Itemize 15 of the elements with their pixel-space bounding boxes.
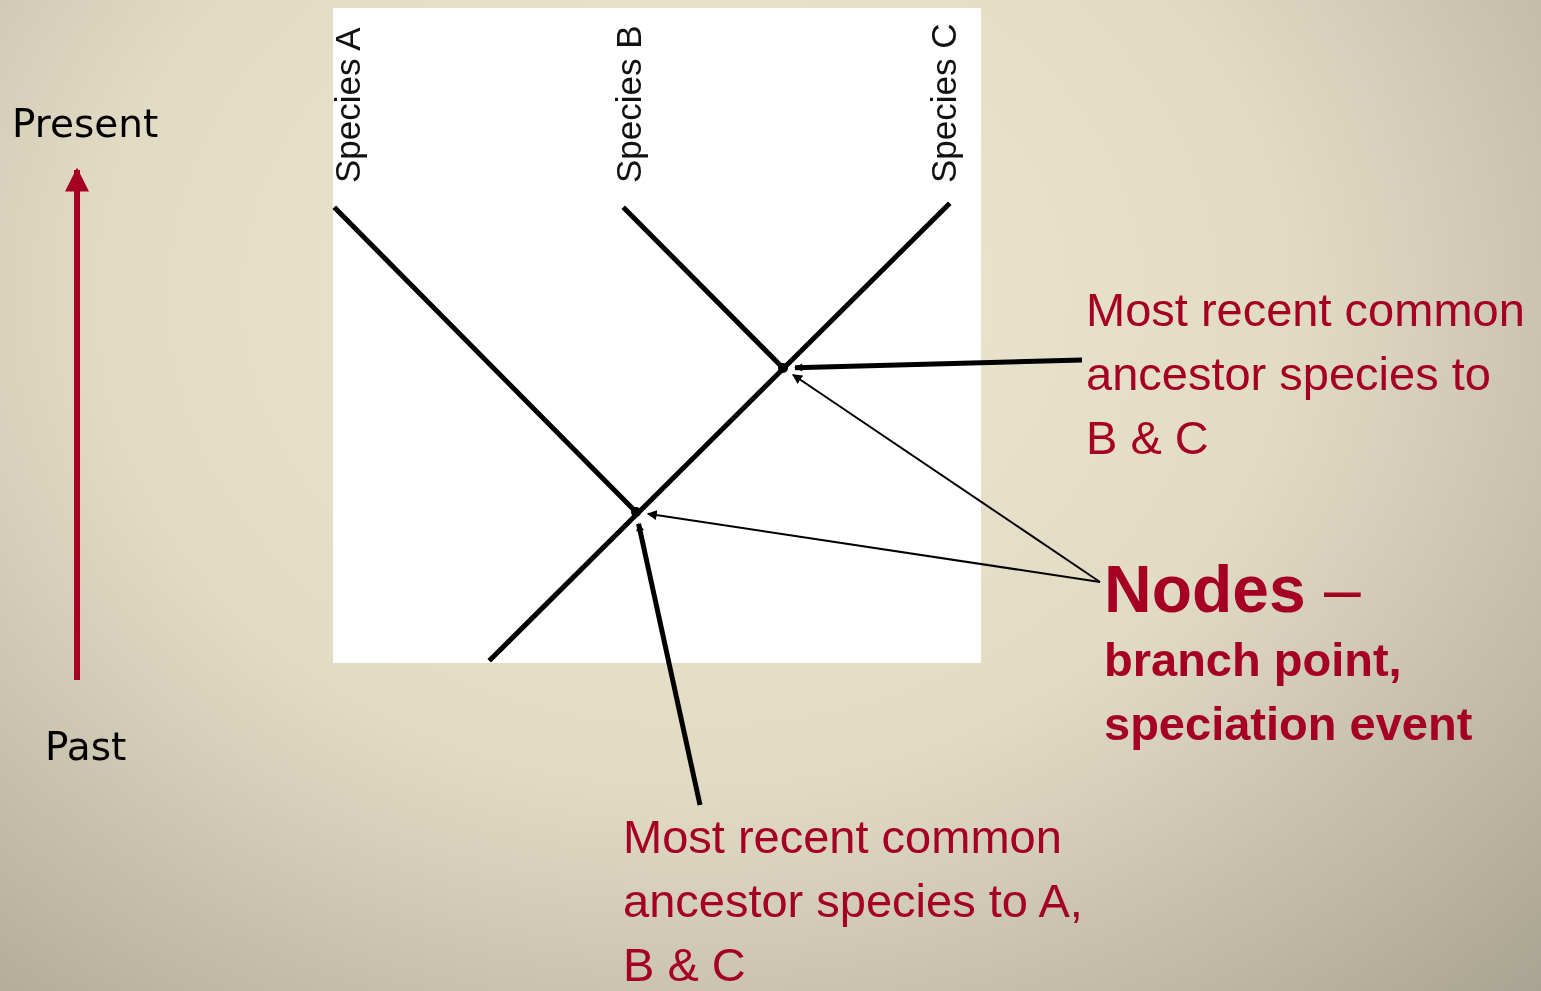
heading-text: Nodes –	[1104, 551, 1362, 628]
annotation-text: Most recent common ancestor species to A, B & C	[623, 809, 1084, 991]
leader-arrow	[646, 510, 1101, 583]
annotation-text: Most recent common ancestor species to B & C	[1086, 282, 1526, 466]
leader-arrow	[794, 357, 1083, 372]
leader-arrow	[636, 522, 703, 806]
annotation-text: branch point, speciation event	[1104, 632, 1474, 752]
time-label: Past	[45, 727, 127, 766]
branch-point	[778, 363, 788, 373]
species-label: Species A	[329, 27, 365, 183]
species-label: Species C	[925, 23, 961, 183]
time-label: Present	[12, 104, 159, 143]
species-label: Species B	[610, 25, 646, 183]
branch-point	[631, 507, 641, 517]
leader-arrow	[791, 373, 1101, 583]
